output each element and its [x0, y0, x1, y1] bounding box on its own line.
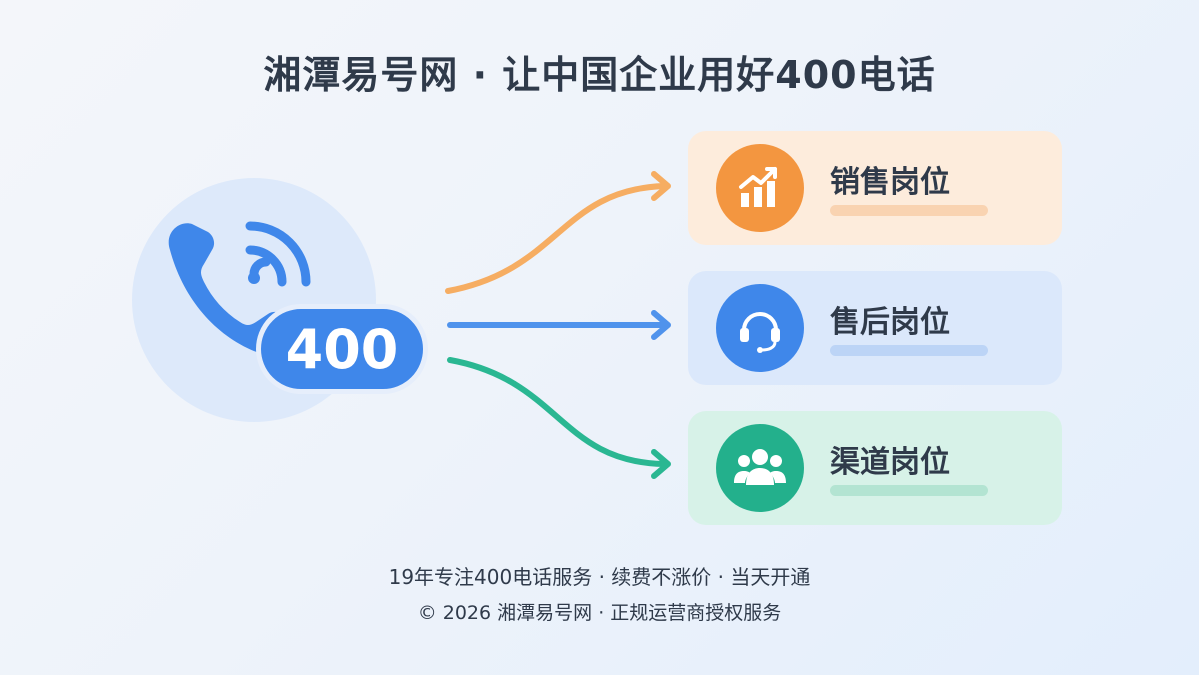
- group-users-icon: [716, 424, 804, 512]
- card-channel-bar: [830, 485, 988, 496]
- card-channel-label: 渠道岗位: [830, 445, 950, 480]
- card-sales: 销售岗位: [688, 131, 1062, 245]
- page-title: 湘潭易号网 · 让中国企业用好400电话: [263, 53, 936, 97]
- arrow-to-channel: [447, 357, 671, 479]
- card-service-bar: [830, 345, 988, 356]
- arrow-to-sales: [445, 171, 671, 294]
- footer-tagline: 19年专注400电话服务 · 续费不涨价 · 当天开通: [388, 565, 811, 589]
- card-service: 售后岗位: [688, 271, 1062, 385]
- card-channel: 渠道岗位: [688, 411, 1062, 525]
- headset-icon: [716, 284, 804, 372]
- footer-copyright: © 2026 湘潭易号网 · 正规运营商授权服务: [417, 602, 782, 624]
- 400-badge: 400: [256, 304, 428, 394]
- chart-growth-icon: [716, 144, 804, 232]
- card-sales-label: 销售岗位: [830, 165, 950, 200]
- arrow-to-service: [447, 310, 671, 340]
- card-service-label: 售后岗位: [830, 305, 950, 340]
- card-sales-bar: [830, 205, 988, 216]
